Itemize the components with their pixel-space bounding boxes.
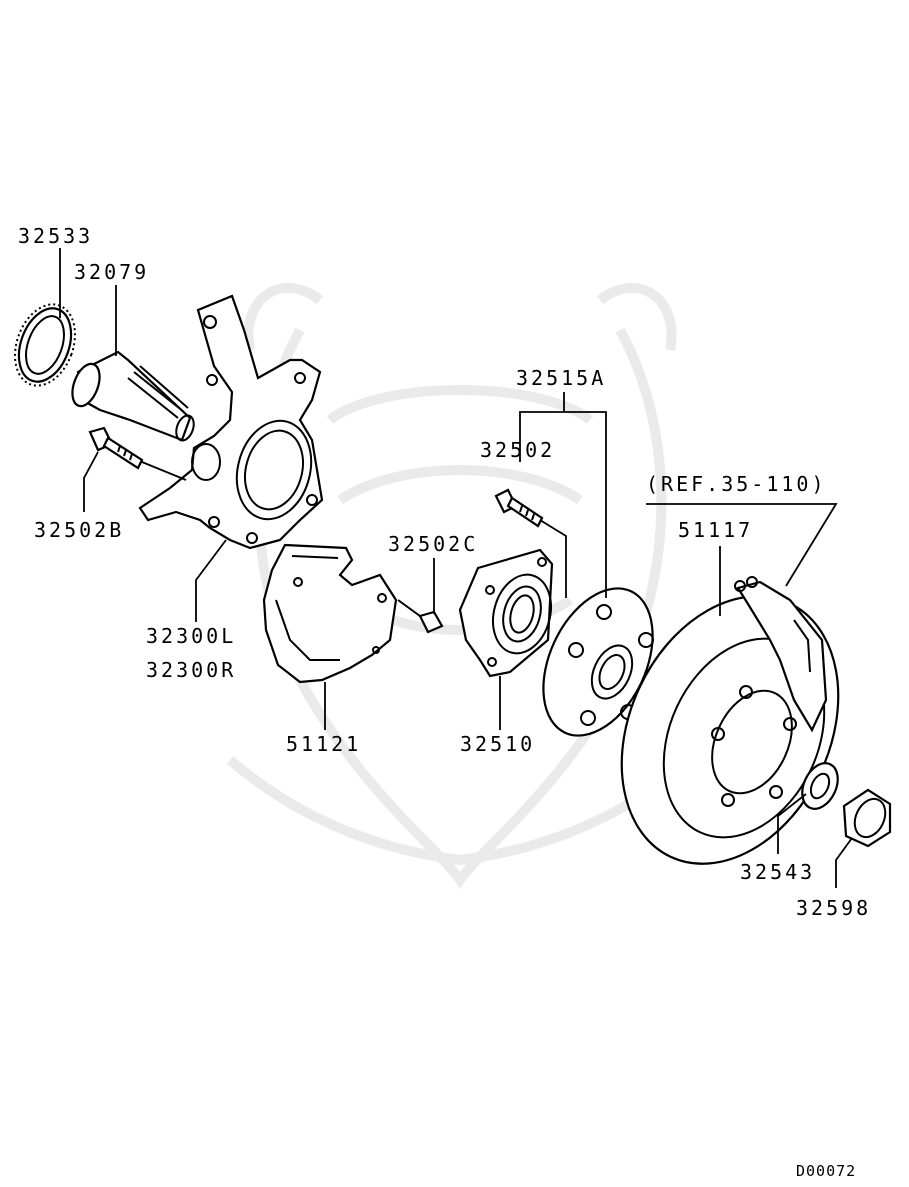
label-ref-35-110: (REF.35-110) — [646, 472, 827, 496]
wheel-stud — [494, 488, 544, 528]
leader-lines — [59, 248, 853, 888]
bolt-32502b — [88, 426, 144, 470]
hub-bearing — [458, 548, 554, 678]
label-32300r: 32300R — [146, 658, 237, 682]
brake-caliper-ref — [734, 576, 828, 733]
label-32598: 32598 — [796, 896, 872, 920]
drawing-code: D00072 — [796, 1162, 857, 1180]
label-51117: 51117 — [678, 518, 754, 542]
label-32502b: 32502B — [34, 518, 125, 542]
spindle-shaft — [71, 350, 195, 442]
label-51121: 51121 — [286, 732, 362, 756]
label-32543: 32543 — [740, 860, 816, 884]
label-32510: 32510 — [460, 732, 536, 756]
washer — [801, 762, 839, 810]
label-32079: 32079 — [74, 260, 150, 284]
label-32515a: 32515A — [516, 366, 607, 390]
steering-knuckle — [138, 294, 324, 550]
hub-nut — [842, 788, 892, 848]
label-32533: 32533 — [18, 224, 94, 248]
bolt-32502c — [397, 599, 444, 634]
dust-shield — [262, 543, 398, 684]
abs-sensor-ring — [14, 303, 76, 387]
label-32502c: 32502C — [388, 532, 479, 556]
label-32502: 32502 — [480, 438, 556, 462]
label-32300l: 32300L — [146, 624, 237, 648]
